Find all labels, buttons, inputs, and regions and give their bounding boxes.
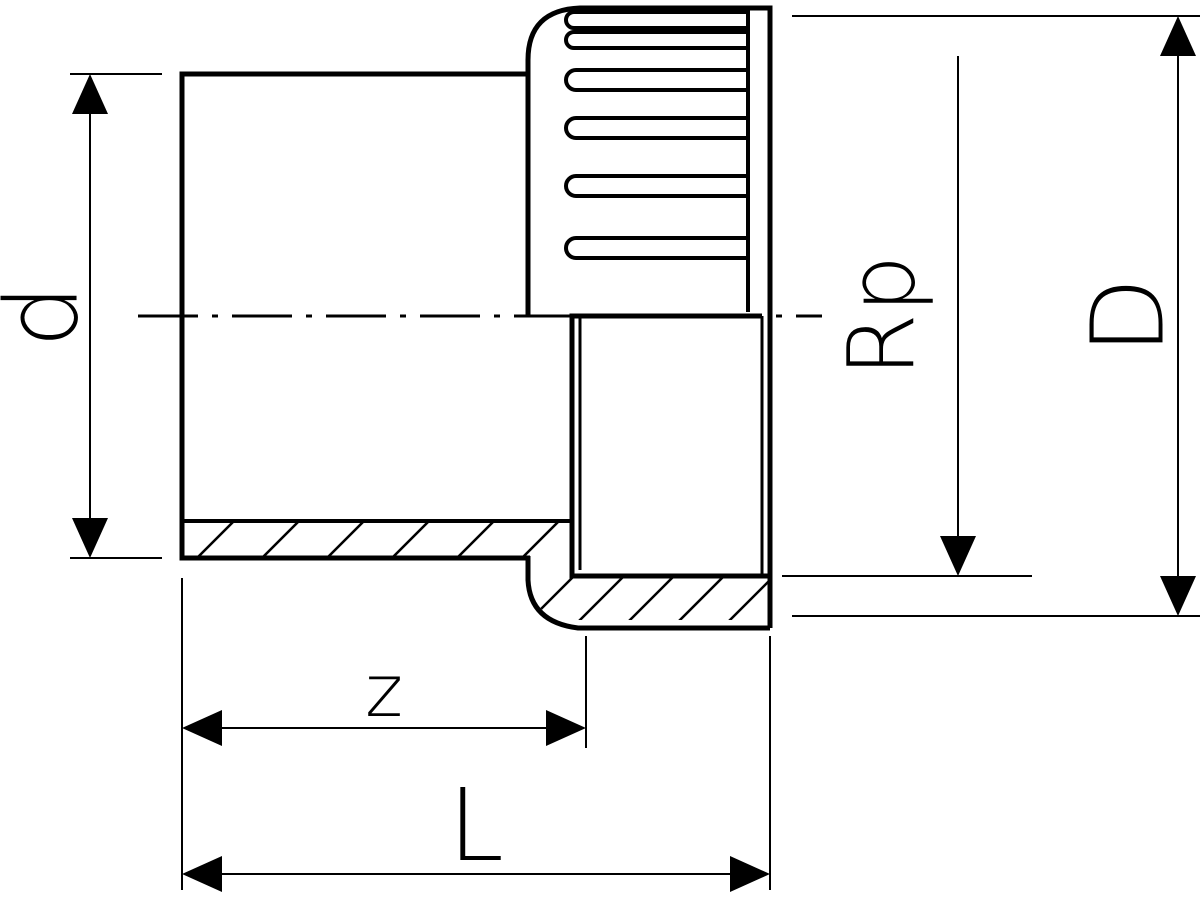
arrowhead-d-bottom [72,518,108,558]
nut-grip-ribs [564,10,750,260]
dimension-rp: Rp [829,56,976,576]
arrowhead-z-left [182,710,222,746]
dimension-label-rp: Rp [829,255,936,377]
dimension-L: L [182,767,770,892]
arrowhead-L-left [182,856,222,892]
extension-lines [70,15,1200,890]
dimension-label-z: z [365,649,403,733]
arrowhead-d-top [72,74,108,114]
dimension-label-d: d [0,284,101,347]
threaded-bore [569,313,770,579]
arrowhead-D-top [1160,16,1196,56]
arrowhead-rp [940,536,976,576]
dimension-label-L: L [448,767,504,884]
dimension-d: d [0,74,108,558]
dimension-label-D: D [1070,277,1187,354]
nut-body [525,5,773,631]
arrowhead-L-right [730,856,770,892]
dimension-z: z [182,649,586,746]
dimension-D: D [1070,16,1196,616]
arrowhead-z-right [546,710,586,746]
spigot-hatching [195,521,561,558]
spigot-body [179,71,570,561]
arrowhead-D-bottom [1160,576,1196,616]
